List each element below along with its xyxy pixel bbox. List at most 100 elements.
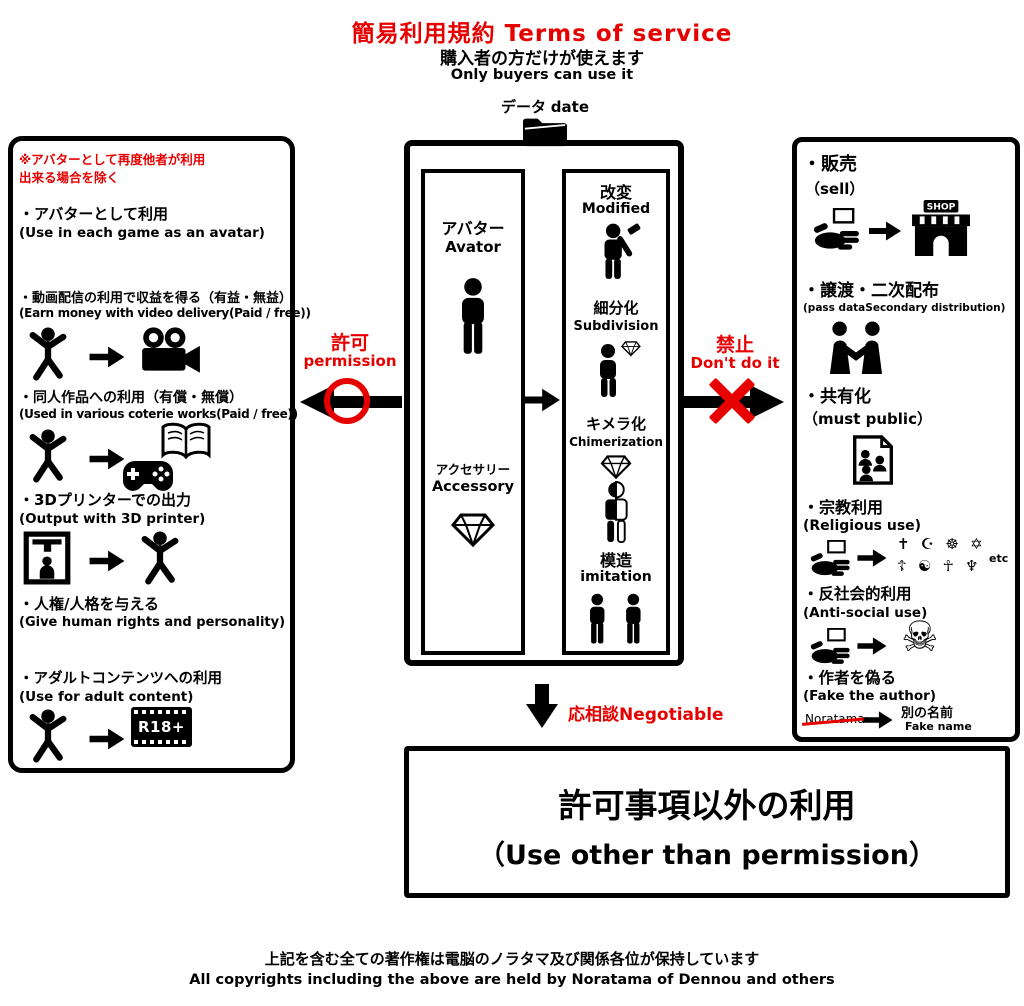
giving-hand-icon [808, 540, 851, 577]
video-camera-icon [142, 327, 200, 373]
religious-symbols-row2: ☦ ☯ ☥ ♆ [897, 557, 982, 575]
chimerization-label-ja: キメラ化 [585, 415, 646, 433]
prohibited-item-fakeauthor-en: (Fake the author) [803, 688, 936, 704]
allowed-item-avatar-ja: ・アバターとして利用 [19, 205, 168, 223]
imitation-two-persons-icon [590, 593, 641, 644]
folder-icon [523, 118, 567, 147]
prohibition-label-en: Don't do it [690, 354, 780, 372]
subdivision-person-gem-icon [600, 341, 641, 397]
avatar-person-icon [462, 278, 484, 354]
other-use-ja: 許可事項以外の利用 [558, 786, 856, 825]
prohibition-x-icon [704, 373, 760, 429]
accessory-gem-icon [451, 513, 495, 547]
subdivision-label-ja: 細分化 [593, 299, 639, 317]
book-icon [161, 422, 211, 460]
page-title: 簡易利用規約 Terms of service [351, 21, 733, 47]
modified-person-tool-icon [604, 223, 641, 279]
allowed-item-adult-en: (Use for adult content) [19, 689, 194, 705]
arrow-right-icon [869, 221, 901, 241]
permission-label-ja: 許可 [330, 332, 369, 354]
r18-badge: R18+ [131, 707, 192, 747]
subdivision-label-en: Subdivision [573, 319, 659, 334]
accessory-label-ja: アクセサリー [435, 462, 511, 477]
giving-hand-icon [811, 208, 861, 251]
religious-etc-label: etc [989, 552, 1009, 565]
arrow-right-icon [89, 550, 125, 572]
subtitle-ja: 購入者の方だけが使えます [440, 49, 644, 69]
arrow-right-icon [863, 711, 893, 729]
arrow-right-icon [857, 549, 887, 567]
allowed-note-line2: 出来る場合を除く [19, 170, 120, 185]
footer-copyright-en: All copyrights including the above are h… [189, 972, 835, 988]
jumping-person-icon [25, 327, 71, 381]
chimerization-label-en: Chimerization [569, 435, 663, 449]
avatar-accessory-box: アバター Avator アクセサリー Accessory [421, 169, 525, 655]
arrow-right-icon [89, 346, 125, 368]
allowed-item-coterie-en: (Used in various coterie works(Paid / fr… [19, 407, 298, 421]
allowed-item-avatar-en: (Use in each game as an avatar) [19, 225, 265, 241]
accessory-label-en: Accessory [431, 479, 515, 495]
other-use-box: 許可事項以外の利用 （Use other than permission） [404, 746, 1010, 898]
prohibited-item-fakeauthor-ja: ・作者を偽る [803, 669, 897, 687]
prohibition-label-ja: 禁止 [715, 334, 754, 356]
gamepad-icon [123, 461, 173, 491]
other-use-en: （Use other than permission） [478, 840, 936, 871]
giving-hand-icon [808, 628, 851, 665]
negotiable-down-arrow-icon [526, 684, 558, 728]
shop-icon: SHOP [912, 200, 970, 256]
data-box [404, 140, 684, 666]
prohibited-item-sell-en: （sell） [805, 180, 865, 198]
permission-label-en: permission [303, 352, 397, 370]
subtitle-en: Only buyers can use it [450, 67, 634, 83]
permission-circle-icon [324, 378, 370, 424]
allowed-item-video-ja: ・動画配信の利用で収益を得る（有益・無益） [19, 291, 293, 306]
data-label: データ date [420, 96, 670, 117]
modified-label-ja: 改変 [599, 183, 632, 202]
prohibited-item-sell-ja: ・販売 [803, 154, 857, 175]
allowed-note-line1: ※アバターとして再度他者が利用 [19, 152, 206, 167]
jumping-person-icon [25, 429, 71, 483]
arrow-right-icon [89, 728, 125, 750]
prohibited-item-religion-ja: ・宗教利用 [803, 498, 884, 517]
allowed-item-rights-ja: ・人権/人格を与える [19, 595, 160, 613]
prohibited-item-transfer-en: (pass dataSecondary distribution) [803, 302, 1006, 314]
allowed-panel: ※アバターとして再度他者が利用 出来る場合を除く ・アバターとして利用 (Use… [8, 136, 311, 773]
modified-label-en: Modified [581, 201, 651, 217]
data-label-en: date [550, 98, 589, 116]
author-original-label: Noratama [805, 712, 865, 726]
data-label-ja: データ [501, 98, 547, 116]
imitation-label-en: imitation [580, 569, 652, 585]
avatar-label-ja: アバター [441, 219, 505, 238]
allowed-item-3dprint-ja: ・3Dプリンターでの出力 [19, 491, 191, 509]
jumping-person-icon [25, 709, 71, 763]
prohibited-item-transfer-ja: ・譲渡・二次配布 [803, 281, 939, 301]
chimera-half-person-icon [605, 481, 628, 543]
prohibited-item-share-en: （must public） [803, 410, 932, 428]
allowed-item-3dprint-en: (Output with 3D printer) [19, 511, 206, 527]
arrow-right-icon [89, 448, 125, 470]
r18-label: R18+ [138, 718, 185, 736]
jumping-person-icon [137, 531, 183, 585]
prohibited-item-share-ja: ・共有化 [803, 387, 871, 407]
arrow-right-icon [857, 637, 887, 655]
prohibited-item-antisocial-ja: ・反社会的利用 [803, 585, 912, 603]
actions-box: 改変 Modified 細分化 Subdivision キメラ化 Chimeri… [562, 169, 670, 655]
author-name-struck: Noratama [805, 712, 865, 726]
negotiable-label: 応相談Negotiable [568, 705, 724, 725]
fake-name-en: Fake name [905, 720, 972, 733]
3d-printer-icon [23, 531, 71, 585]
shop-sign-label: SHOP [927, 202, 956, 213]
prohibited-item-antisocial-en: (Anti-social use) [803, 605, 928, 621]
handshake-icon [829, 321, 883, 374]
fake-name-ja: 別の名前 [901, 706, 954, 721]
skull-icon: ☠ [901, 612, 939, 661]
prohibited-panel: ・販売 （sell） SHOP ・譲渡・二次配布 (pass dataSecon… [792, 137, 1020, 742]
allowed-item-coterie-ja: ・同人作品への利用（有償・無償） [19, 390, 243, 406]
imitation-label-ja: 模造 [599, 551, 632, 570]
allowed-item-rights-en: (Give human rights and personality) [19, 615, 286, 630]
avatar-label-en: Avator [445, 238, 501, 256]
footer-copyright-ja: 上記を含む全ての著作権は電脳のノラタマ及び関係各位が保持しています [264, 950, 760, 968]
shared-document-people-icon [853, 435, 893, 485]
religious-symbols-row1: ✝ ☪ ☸ ✡ [897, 535, 986, 553]
